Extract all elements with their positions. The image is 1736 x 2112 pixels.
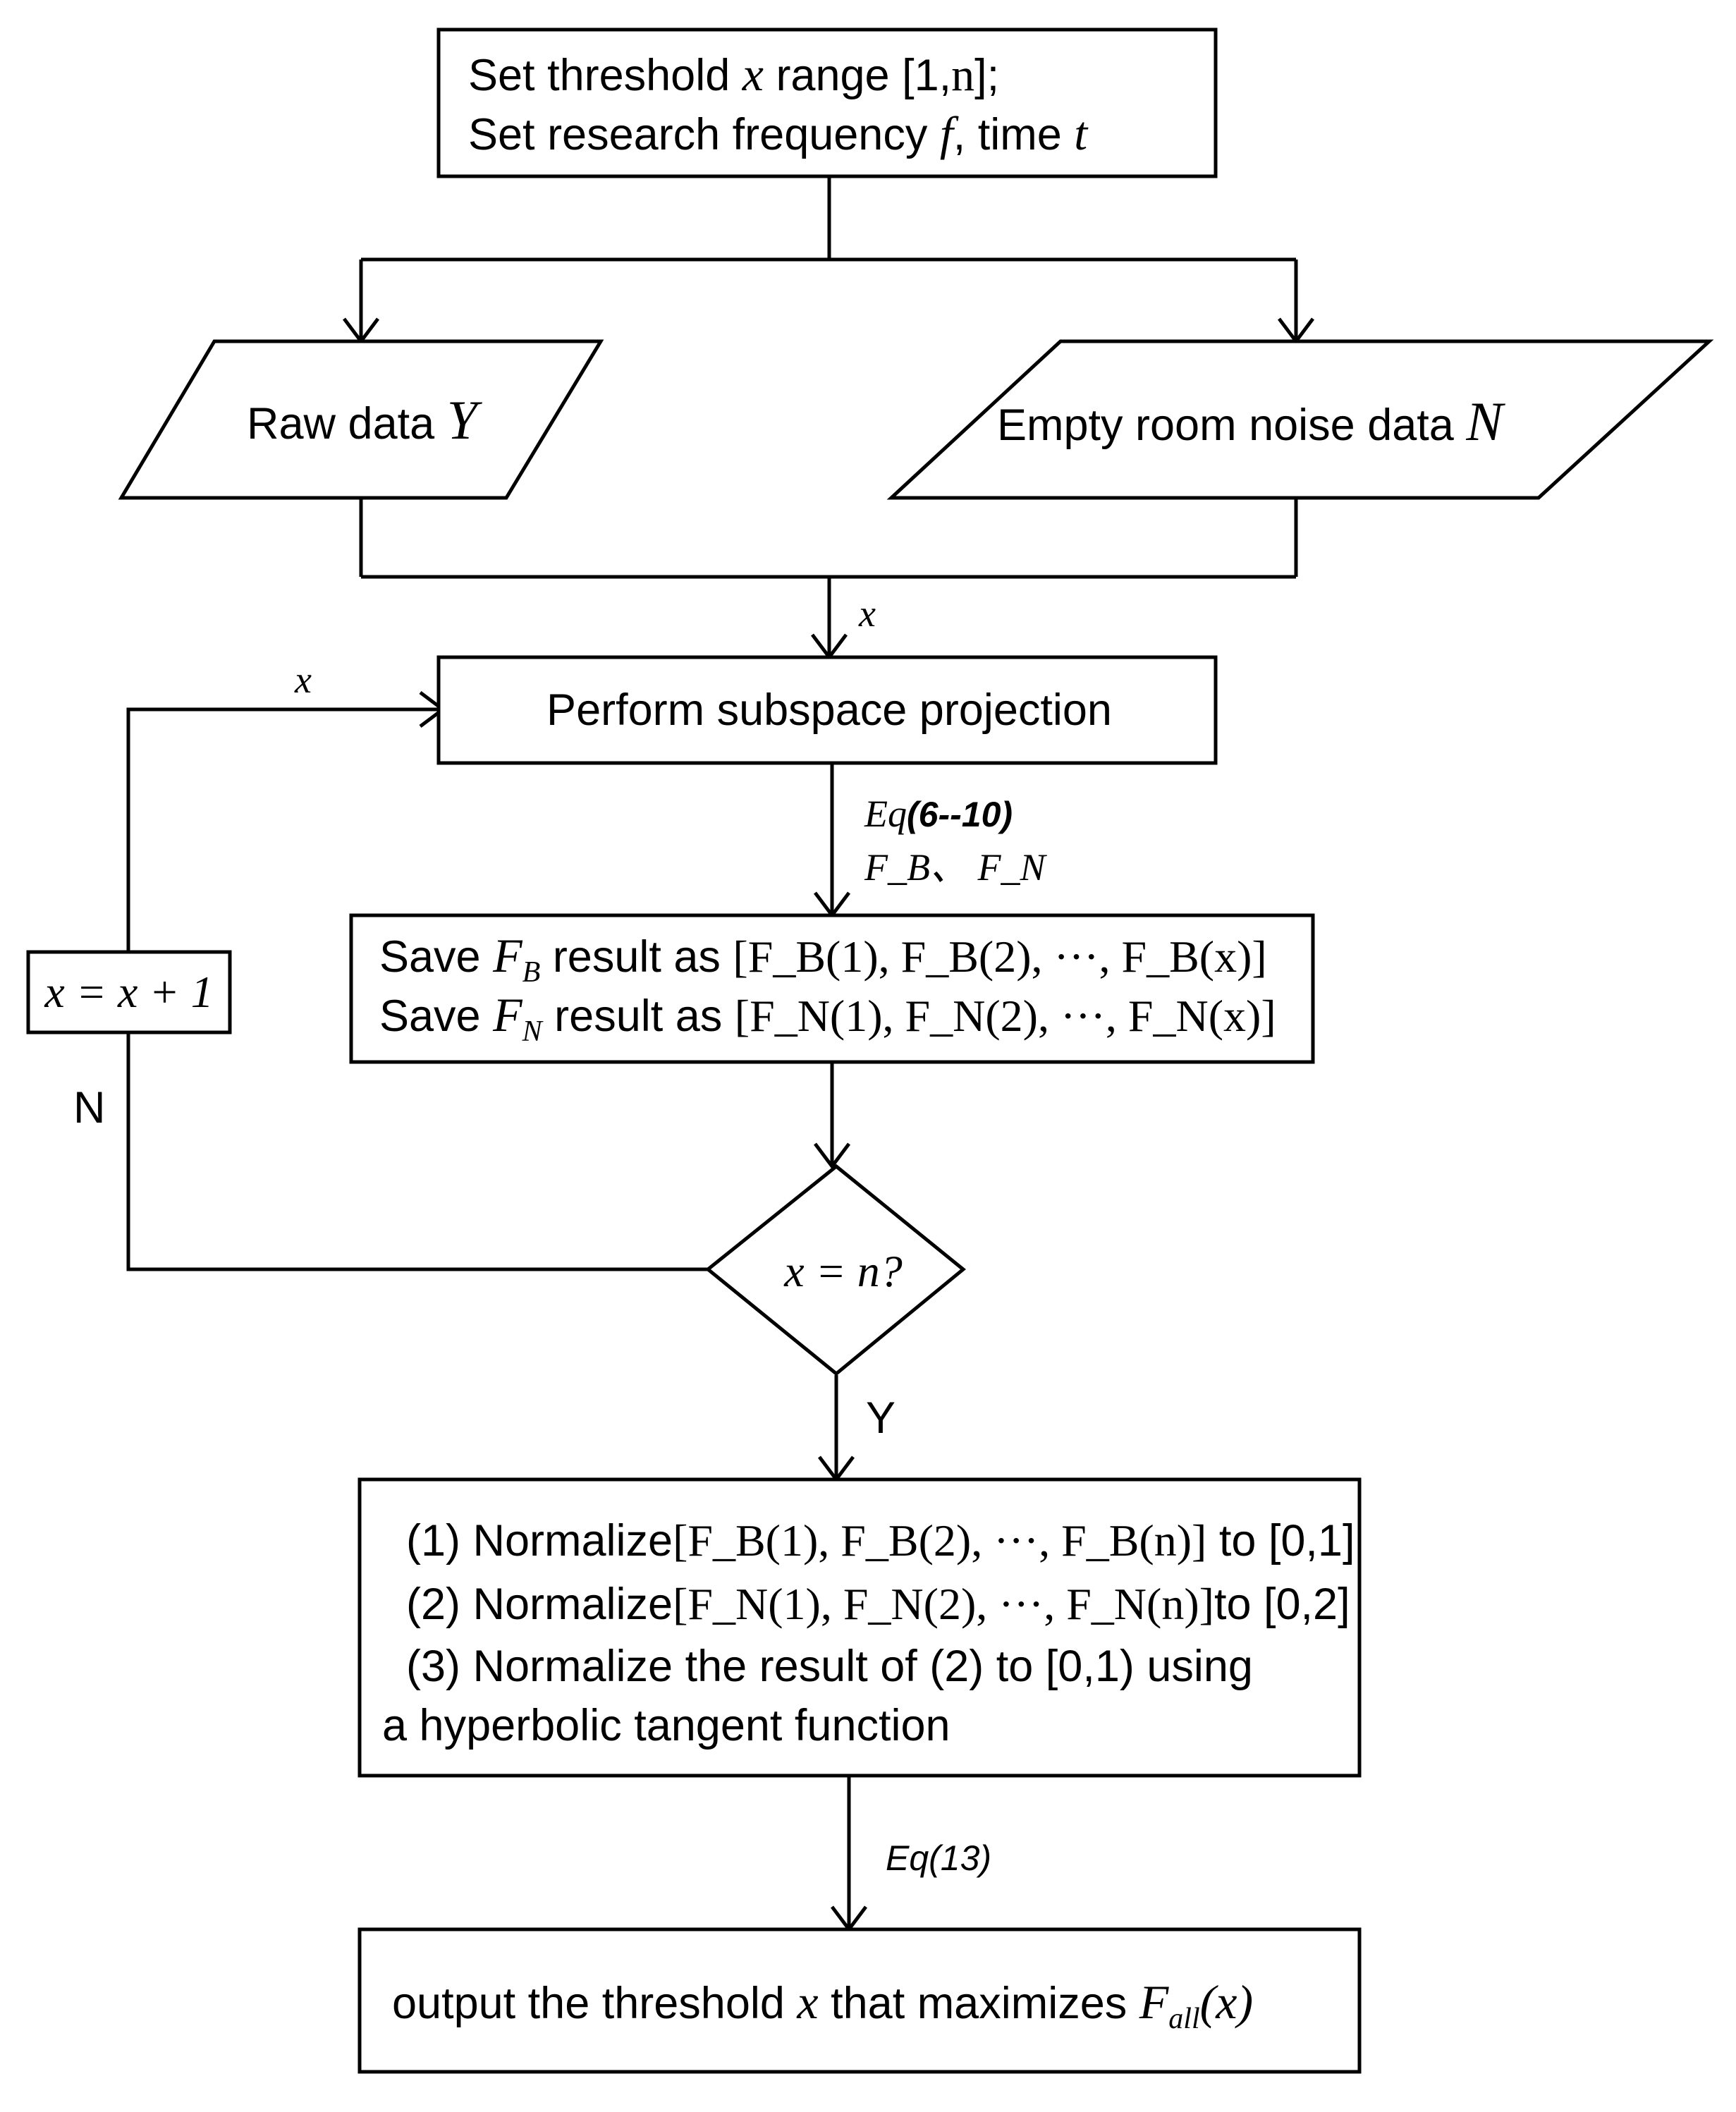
edge-increment-up xyxy=(126,707,441,952)
raw-data-node: Raw data Y xyxy=(118,339,604,500)
noise-data-shape xyxy=(886,339,1714,500)
normalize-line-3: (3) Normalize the result of (2) to [0,1)… xyxy=(406,1642,1253,1691)
setup-line-1: Set threshold x range [1,n]; xyxy=(468,47,999,101)
normalize-node: (1) Normalize[F_B(1), F_B(2), ···, F_B(n… xyxy=(357,1477,1362,1778)
fb-fn-label: F_B、 F_N xyxy=(864,846,1047,889)
raw-data-shape xyxy=(118,339,604,500)
loop-x-label: x xyxy=(294,659,312,701)
decision-diamond xyxy=(705,1164,966,1377)
eq-6-10-label: Eq(6--10) xyxy=(864,793,1013,835)
save-box xyxy=(349,913,1315,1064)
merge-x-label: x xyxy=(858,592,876,635)
noise-data-label: Empty room noise data N xyxy=(997,391,1505,452)
eq-13-label: Eq(13) xyxy=(886,1838,991,1878)
save-line-1: Save FB result as [F_B(1), F_B(2), ···, … xyxy=(379,929,1267,989)
yes-branch-label: Y xyxy=(866,1393,895,1443)
save-line-2: Save FN result as [F_N(1), F_N(2), ···, … xyxy=(379,988,1276,1048)
projection-label: Perform subspace projection xyxy=(546,685,1112,735)
setup-box xyxy=(436,28,1218,178)
projection-node: Perform subspace projection xyxy=(436,655,1218,765)
output-node: output the threshold x that maximizes Fa… xyxy=(357,1927,1362,2074)
setup-node: Set threshold x range [1,n]; Set researc… xyxy=(436,28,1218,178)
arrowhead-decision xyxy=(814,1142,850,1170)
decision-label: x = n? xyxy=(783,1246,903,1296)
output-box xyxy=(357,1927,1362,2074)
output-label: output the threshold x that maximizes Fa… xyxy=(392,1975,1253,2035)
projection-box xyxy=(436,655,1218,765)
raw-data-label: Raw data Y xyxy=(247,389,483,451)
noise-data-node: Empty room noise data N xyxy=(886,339,1714,500)
edge-decision-no xyxy=(126,1032,708,1271)
normalize-line-2: (2) Normalize[F_N(1), F_N(2), ···, F_N(n… xyxy=(406,1579,1350,1629)
normalize-line-1: (1) Normalize[F_B(1), F_B(2), ···, F_B(n… xyxy=(406,1515,1355,1565)
save-node: Save FB result as [F_B(1), F_B(2), ···, … xyxy=(349,913,1315,1064)
increment-label: x = x + 1 xyxy=(44,967,213,1017)
decision-node: x = n? xyxy=(705,1164,966,1377)
increment-box xyxy=(26,950,232,1034)
normalize-box xyxy=(357,1477,1362,1778)
normalize-line-4: a hyperbolic tangent function xyxy=(382,1701,950,1750)
increment-node: x = x + 1 xyxy=(26,950,232,1034)
setup-line-2: Set research frequency f, time t xyxy=(468,106,1089,160)
no-branch-label: N xyxy=(73,1083,106,1133)
